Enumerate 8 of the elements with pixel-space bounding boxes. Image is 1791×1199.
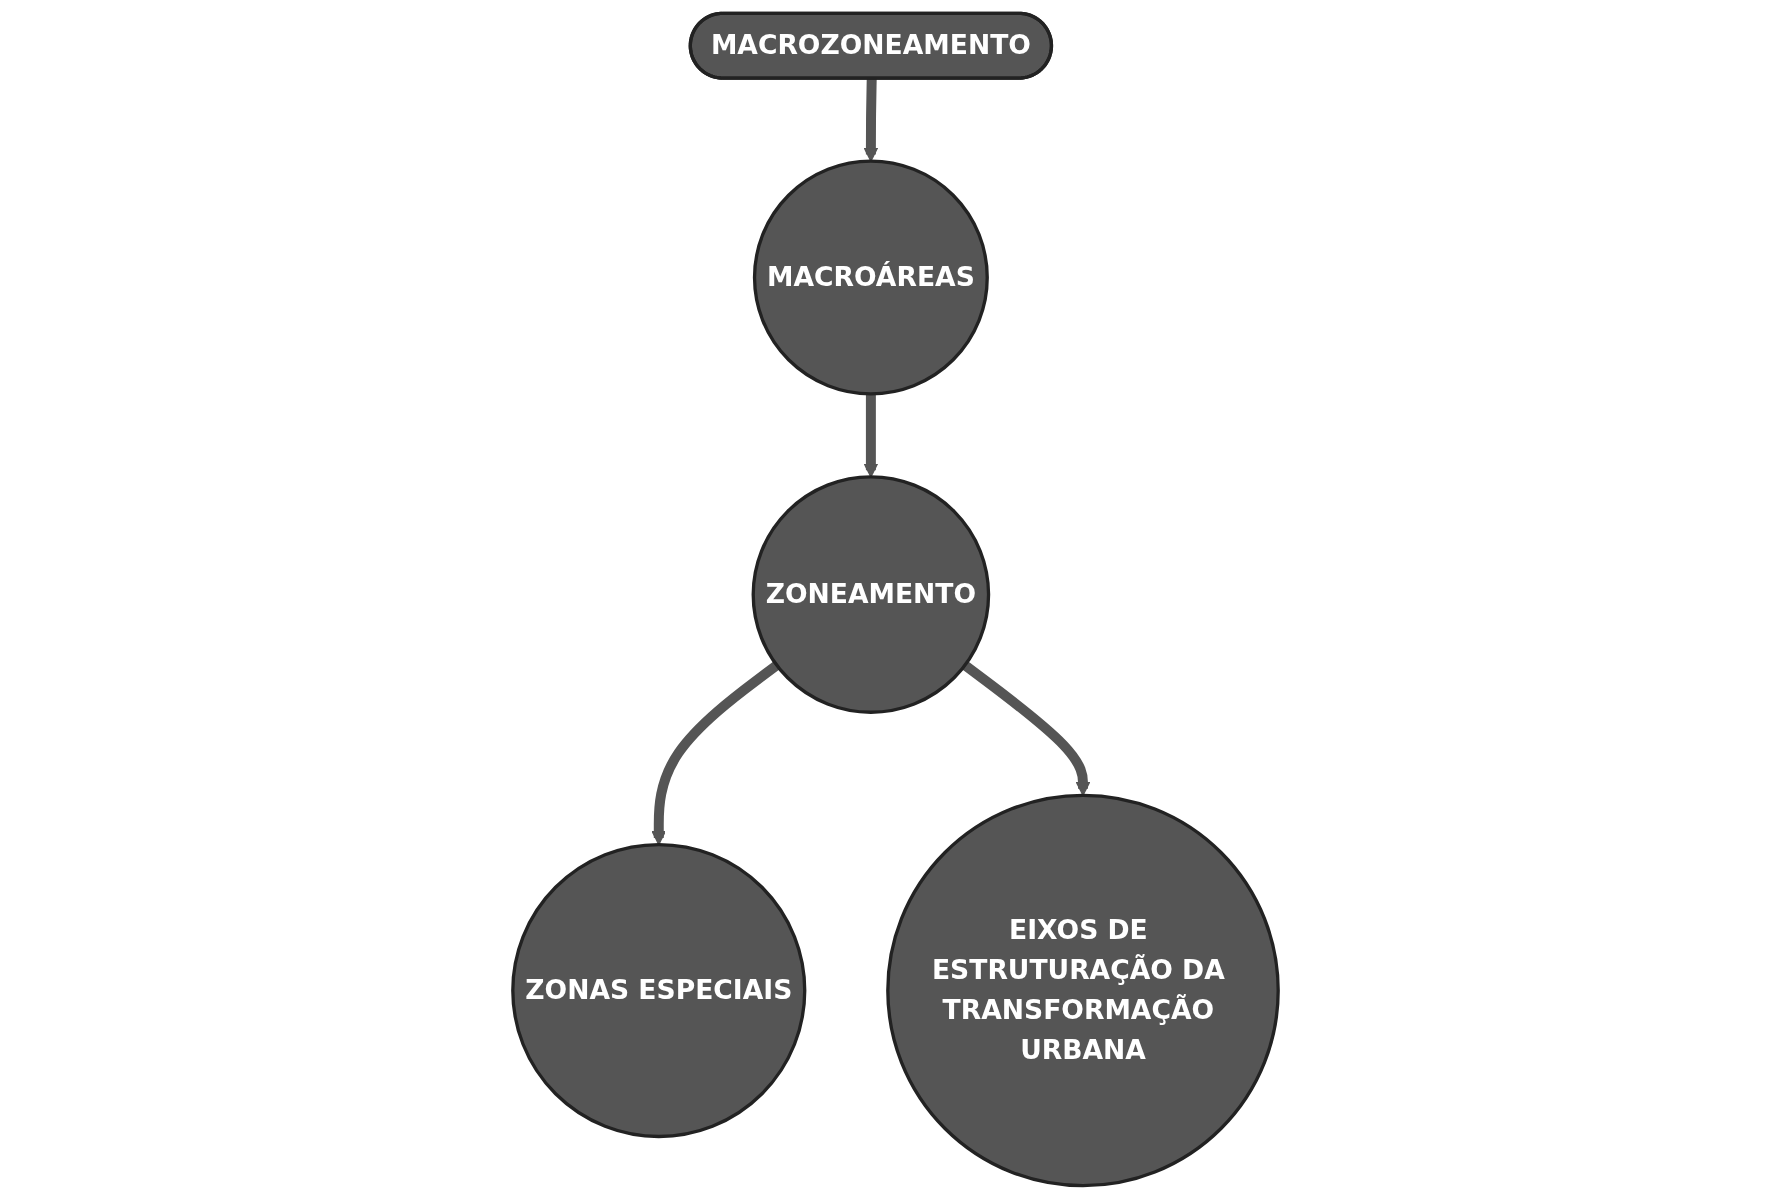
node-circle: ZONEAMENTO (751, 475, 991, 714)
arrow (962, 661, 1091, 796)
node-circle: MACROÁREAS (752, 159, 989, 396)
arrow (863, 393, 879, 478)
node-circle: ZONAS ESPECIAIS (511, 842, 807, 1139)
arrow (651, 661, 780, 846)
arrow (863, 78, 879, 162)
node-circle: EIXOS DE ESTRUTURAÇÃO DA TRANSFORMAÇÃO URBANA (886, 793, 1280, 1188)
